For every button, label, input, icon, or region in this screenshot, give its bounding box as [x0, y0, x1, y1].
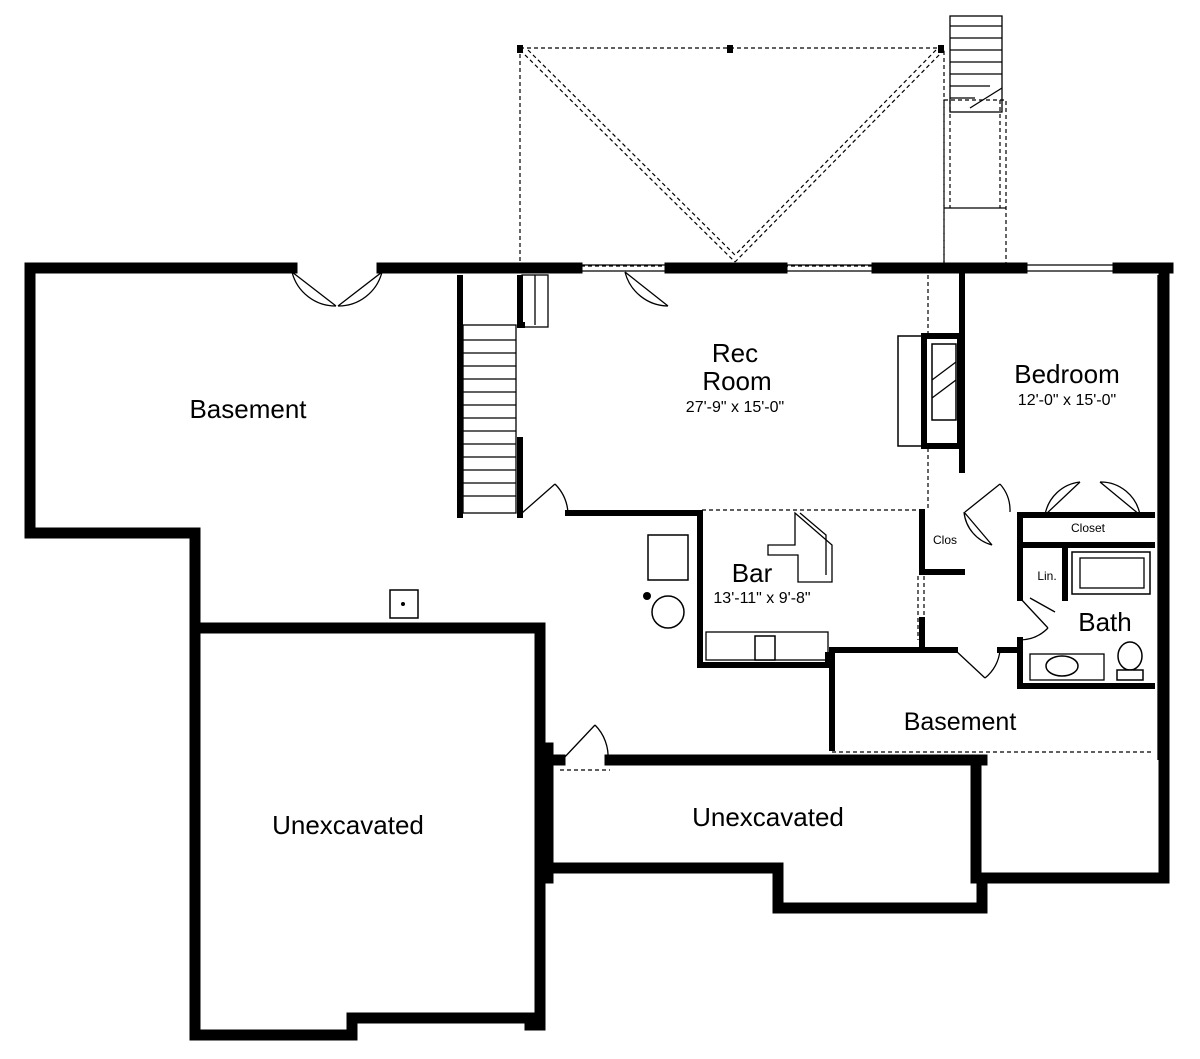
bar-label: Bar — [732, 558, 773, 588]
linen-label: Lin. — [1037, 569, 1056, 583]
windows — [577, 264, 1118, 272]
basement-left-label: Basement — [189, 394, 307, 424]
unexcavated-left-label: Unexcavated — [272, 810, 424, 840]
bar-dims: 13'-11" x 9'-8" — [713, 590, 810, 607]
exterior-walls — [24, 262, 1174, 1041]
closet-label: Closet — [1071, 521, 1106, 535]
fixtures — [389, 343, 1151, 681]
deck-outline — [517, 45, 945, 267]
room-labels: Basement Rec Room 27'-9" x 15'-0" Bedroo… — [189, 338, 1131, 840]
exterior-stair — [943, 15, 1007, 267]
rec-room-label-line2: Room — [702, 366, 771, 396]
bath-label: Bath — [1078, 607, 1132, 637]
basement-right-label: Basement — [904, 708, 1017, 736]
interior-stair — [462, 274, 549, 514]
bedroom-label: Bedroom — [1014, 359, 1120, 389]
doors — [291, 271, 1141, 761]
bedroom-dims: 12'-0" x 15'-0" — [1018, 392, 1116, 409]
rec-room-dims: 27'-9" x 15'-0" — [686, 399, 784, 416]
clos-label: Clos — [933, 533, 957, 547]
dashed-dividers — [560, 275, 1152, 771]
interior-walls — [192, 272, 1155, 1031]
rec-room-label-line1: Rec — [712, 338, 758, 368]
unexcavated-right-label: Unexcavated — [692, 802, 844, 832]
